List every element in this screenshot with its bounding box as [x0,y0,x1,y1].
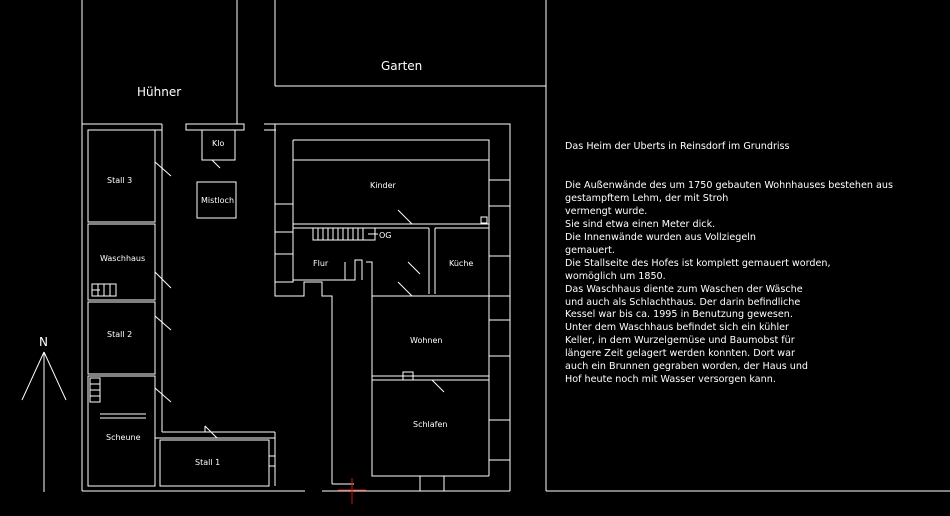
label-flur: Flur [313,259,329,268]
label-schlafen: Schlafen [413,420,447,429]
label-huehner: Hühner [137,85,181,99]
house-walls [274,123,511,492]
description-line: gemauert. [565,244,615,256]
description-line: Kessel war bis ca. 1995 in Benutzung gew… [565,309,793,321]
label-klo: Klo [212,139,224,148]
description-line: gestampftem Lehm, der mit Stroh [565,192,729,204]
label-kinder: Kinder [370,181,397,190]
description-line: Die Außenwände des um 1750 gebauten Wohn… [565,179,894,191]
label-stall3: Stall 3 [107,176,132,185]
description-line: und auch als Schlachthaus. Der darin bef… [565,296,801,308]
label-stall1: Stall 1 [195,458,220,467]
label-kueche: Küche [449,259,473,268]
label-stall2: Stall 2 [107,330,132,339]
description-line: womöglich um 1850. [565,270,666,282]
north-arrow [21,351,67,492]
description-line: Das Waschhaus diente zum Waschen der Wäs… [565,283,803,295]
description-line: vermengt wurde. [565,205,648,217]
description-line: Die Innenwände wurden aus Vollziegeln [565,231,757,243]
label-north: N [39,335,48,349]
description-line: längere Zeit gelagert werden konnten. Do… [565,348,795,360]
description-block: Das Heim der Uberts in Reinsdorf im Grun… [565,141,940,387]
description-title: Das Heim der Uberts in Reinsdorf im Grun… [565,141,790,152]
yard-boundaries [81,0,950,492]
description-line: Die Stallseite des Hofes ist komplett ge… [565,257,831,269]
description-line: Unter dem Waschhaus befindet sich ein kü… [565,322,789,334]
label-og: OG [379,231,392,240]
label-wohnen: Wohnen [410,336,442,345]
description-line: Hof heute noch mit Wasser versorgen kann… [565,374,776,386]
klo-mistloch [196,129,237,219]
label-scheune: Scheune [106,433,141,442]
label-waschhaus: Waschhaus [100,254,145,263]
stall-block [87,123,276,487]
description-line: auch ein Brunnen gegraben worden, der Ha… [565,361,809,373]
label-mistloch: Mistloch [201,196,234,205]
description-body: Die Außenwände des um 1750 gebauten Wohn… [565,180,940,387]
label-garten: Garten [381,59,422,73]
description-line: Sie sind etwa einen Meter dick. [565,218,716,230]
cursor-crosshair [338,478,366,504]
description-line: Keller, in dem Wurzelgemüse und Baumobst… [565,335,795,347]
